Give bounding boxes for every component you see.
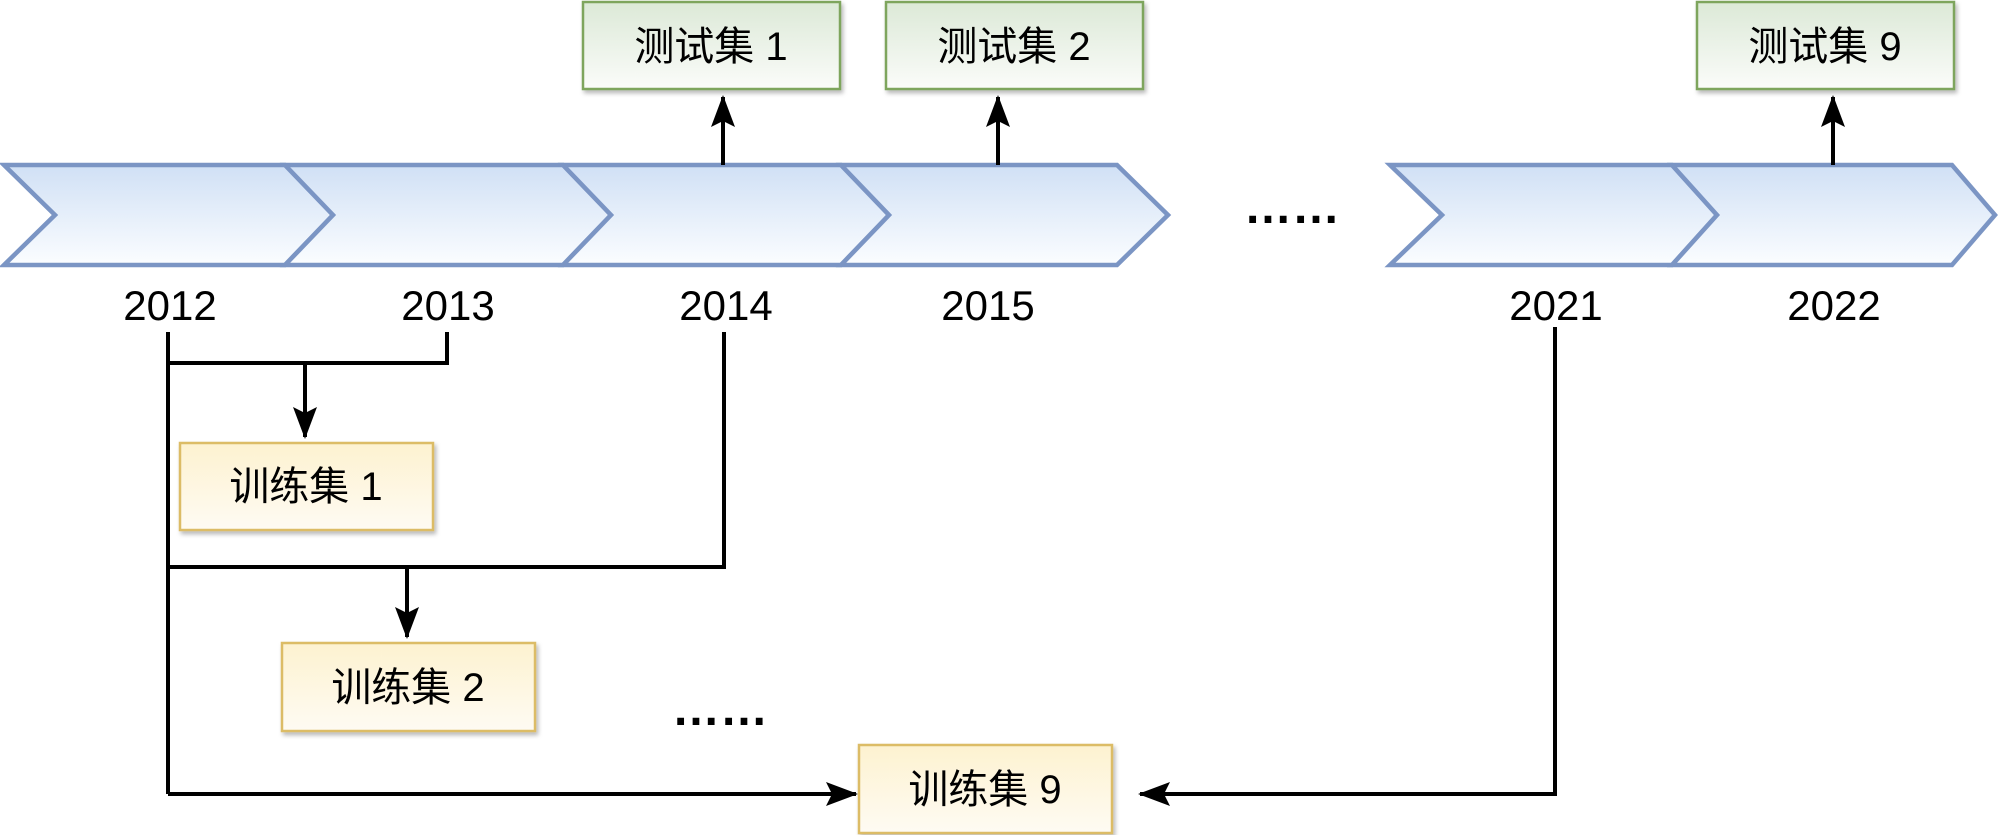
year-label-2022: 2022 bbox=[1787, 282, 1880, 329]
chevron-2021 bbox=[1384, 162, 1721, 268]
chevron-2022 bbox=[1666, 162, 1998, 268]
chevron-2013 bbox=[279, 162, 615, 268]
timeline-gap-ellipsis: …… bbox=[1244, 181, 1340, 234]
year-labels: 2012 2013 2014 2015 2021 2022 bbox=[123, 282, 1880, 329]
year-label-2021: 2021 bbox=[1509, 282, 1602, 329]
test-set-boxes: 测试集 1 测试集 2 测试集 9 bbox=[581, 0, 1956, 165]
test-set-1-label: 测试集 1 bbox=[634, 25, 787, 69]
test-set-1-box bbox=[581, 0, 842, 91]
year-label-2013: 2013 bbox=[401, 282, 494, 329]
train-set-connectors bbox=[166, 327, 1557, 806]
test-set-9-box bbox=[1695, 0, 1956, 91]
bracket-2012-2013 bbox=[170, 332, 449, 365]
chevron-2012 bbox=[0, 162, 337, 268]
train-set-2-box bbox=[280, 641, 537, 733]
test-set-2-label: 测试集 2 bbox=[937, 25, 1090, 69]
arrow-from-2021-to-train-set-9 bbox=[1138, 327, 1557, 806]
train-set-gap-ellipsis: …… bbox=[672, 683, 768, 736]
train-set-9-label: 训练集 9 bbox=[908, 768, 1061, 812]
chevron-2014 bbox=[557, 162, 893, 268]
train-set-boxes: 训练集 1 训练集 2 …… 训练集 9 bbox=[178, 441, 1114, 835]
train-set-1-box bbox=[178, 441, 435, 532]
year-label-2014: 2014 bbox=[679, 282, 772, 329]
train-set-9-box bbox=[857, 743, 1114, 835]
bracket-2014 bbox=[170, 332, 726, 569]
test-set-9-label: 测试集 9 bbox=[1748, 25, 1901, 69]
train-set-2-label: 训练集 2 bbox=[331, 666, 484, 710]
chevron-2015 bbox=[835, 162, 1172, 268]
year-label-2012: 2012 bbox=[123, 282, 216, 329]
test-set-2-box bbox=[884, 0, 1145, 91]
year-label-2015: 2015 bbox=[941, 282, 1034, 329]
timeline-band: …… bbox=[0, 162, 1998, 268]
train-set-1-label: 训练集 1 bbox=[229, 465, 382, 509]
